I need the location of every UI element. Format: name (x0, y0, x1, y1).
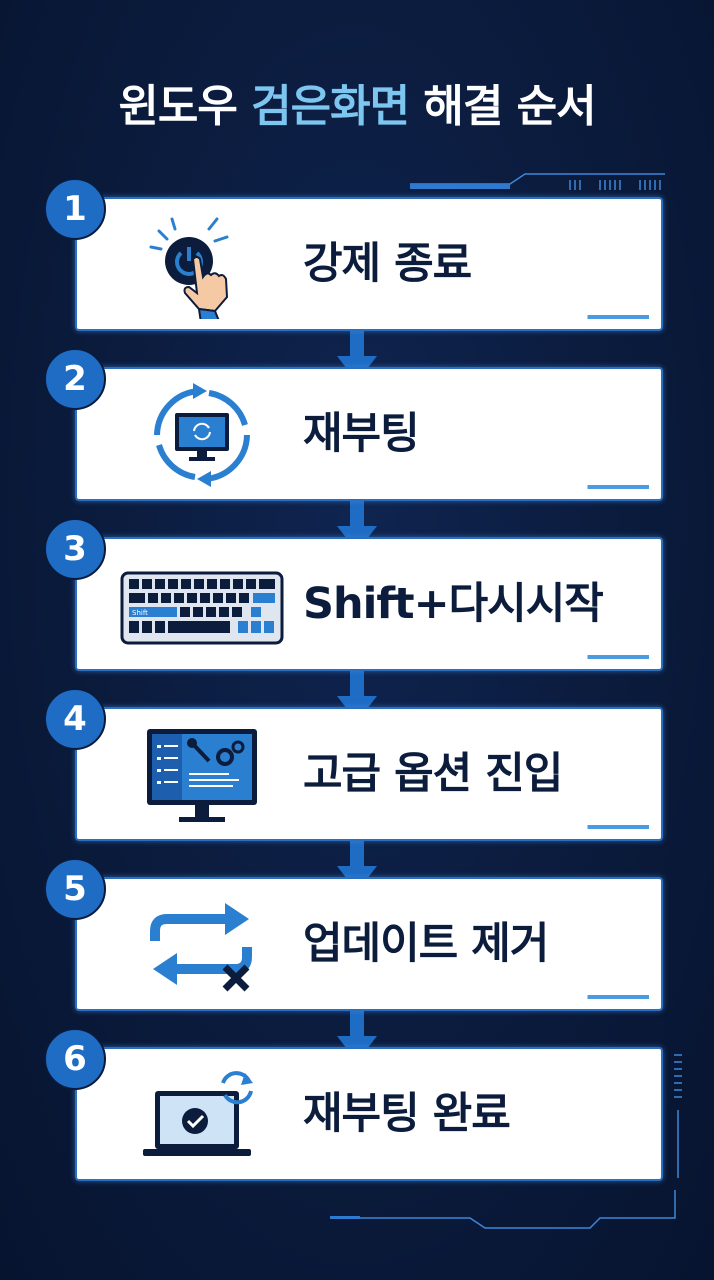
step-label: 업데이트 제거 (303, 919, 549, 969)
down-arrow-icon (337, 490, 377, 552)
step-card-5: 업데이트 제거 (75, 877, 663, 1011)
step-number-badge: 4 (44, 688, 106, 750)
step-number-badge: 2 (44, 348, 106, 410)
card-decoration (561, 825, 649, 829)
step-card-3: Shift Shift+다시시작 (75, 537, 663, 671)
step-number-badge: 6 (44, 1028, 106, 1090)
monitor-settings-icon (147, 729, 257, 822)
step-card-2: 재부팅 (75, 367, 663, 501)
down-arrow-icon (337, 1000, 377, 1062)
monitor-refresh-icon (154, 383, 250, 487)
step-card-1: 강제 종료 (75, 197, 663, 331)
hud-decoration-top (410, 173, 665, 190)
step-label: Shift+다시시작 (303, 579, 604, 629)
title-highlight: 검은화면 (251, 81, 410, 132)
step-number-badge: 1 (44, 178, 106, 240)
step-label: 재부팅 완료 (303, 1089, 511, 1139)
down-arrow-icon (337, 320, 377, 382)
shift-key-label: Shift (132, 609, 148, 617)
step-card-4: 고급 옵션 진입 (75, 707, 663, 841)
step-card-6: 재부팅 완료 (75, 1047, 663, 1181)
step-number-badge: 5 (44, 858, 106, 920)
keyboard-shift-icon: Shift (120, 571, 284, 645)
step-number-badge: 3 (44, 518, 106, 580)
title-text: 윈도우 (118, 81, 252, 132)
down-arrow-icon (337, 660, 377, 722)
step-label: 재부팅 (303, 409, 420, 459)
card-decoration (561, 995, 649, 999)
power-button-press-icon (149, 217, 229, 319)
card-decoration (561, 485, 649, 489)
title-text-end: 해결 순서 (409, 81, 596, 132)
step-label: 강제 종료 (303, 239, 472, 289)
laptop-check-refresh-icon (143, 1071, 253, 1156)
page-title: 윈도우 검은화면 해결 순서 (0, 70, 714, 134)
update-remove-icon (150, 903, 252, 992)
down-arrow-icon (337, 830, 377, 892)
card-decoration (561, 315, 649, 319)
card-decoration (561, 655, 649, 659)
hud-decoration-bottom (330, 1190, 676, 1229)
step-label: 고급 옵션 진입 (303, 749, 563, 799)
hud-decoration-side (674, 1054, 682, 1178)
